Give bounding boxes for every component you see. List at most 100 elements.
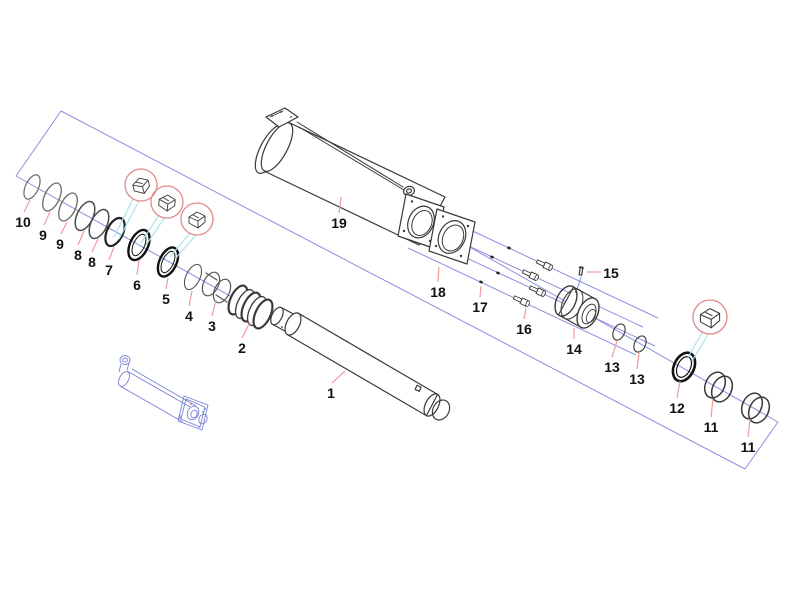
leader-2 xyxy=(241,321,251,339)
leader-3 xyxy=(211,299,217,317)
part-1-rod xyxy=(270,306,451,421)
leader-19 xyxy=(338,196,342,214)
leader-13 xyxy=(611,340,618,358)
part-8-ring xyxy=(88,208,110,240)
leader-lines xyxy=(23,196,751,438)
leader-9 xyxy=(60,221,68,235)
part-9-ring xyxy=(42,182,62,212)
thumbnail-flange xyxy=(177,395,209,431)
construction-lines xyxy=(15,110,779,470)
part-label-4: 4 xyxy=(185,308,193,324)
callout-circle xyxy=(180,202,214,236)
washer-dot xyxy=(506,246,512,250)
callout-pointer-lines xyxy=(113,198,710,362)
part-label-11: 11 xyxy=(704,419,719,435)
rod-dome-tip xyxy=(431,399,451,421)
leader-6 xyxy=(136,259,140,276)
washer-dot xyxy=(489,255,495,259)
part-6-seal xyxy=(127,228,151,262)
part-label-8: 8 xyxy=(88,254,96,270)
seal-cross-section xyxy=(699,308,721,329)
part-label-12: 12 xyxy=(669,400,685,416)
bolt xyxy=(528,284,547,298)
frame-top-left-edge xyxy=(15,110,62,177)
part-label-9: 9 xyxy=(39,227,47,243)
part-3-sleeve xyxy=(201,271,232,304)
part-4-backup-ring xyxy=(183,263,203,291)
thumbnail-red-dot xyxy=(190,403,192,405)
frame-bottom-right-edge xyxy=(744,421,779,470)
assembly-thumbnail xyxy=(118,355,209,431)
seal-stack xyxy=(23,174,203,291)
leader-12 xyxy=(676,380,681,399)
part-label-15: 15 xyxy=(603,265,619,281)
leader-8 xyxy=(77,230,85,246)
washer-dots xyxy=(478,246,512,284)
part-label-13: 13 xyxy=(604,359,620,375)
leader-9 xyxy=(43,211,51,226)
leader-13 xyxy=(636,352,640,370)
part-17-washer-dot xyxy=(478,280,484,284)
part-label-19: 19 xyxy=(331,215,347,231)
barrel-end-cap xyxy=(260,122,294,172)
part-label-8: 8 xyxy=(74,247,82,263)
part-label-5: 5 xyxy=(162,291,170,307)
washer-dot xyxy=(495,271,501,275)
part-2-piston xyxy=(227,284,274,330)
leader-11 xyxy=(747,418,751,438)
part-label-18: 18 xyxy=(430,284,446,300)
rod-notch xyxy=(414,384,422,392)
part-label-6: 6 xyxy=(133,277,141,293)
leader-7 xyxy=(108,246,115,261)
part-label-7: 7 xyxy=(105,262,113,278)
barrel-tube xyxy=(296,121,404,188)
part-label-16: 16 xyxy=(516,321,532,337)
part-label-10: 10 xyxy=(15,214,31,230)
callout-circle xyxy=(692,299,728,335)
leader-10 xyxy=(23,199,31,213)
gland-assembly-axis-line xyxy=(451,236,779,423)
leader-5 xyxy=(165,277,169,290)
part-5-seal xyxy=(156,246,180,278)
part-label-3: 3 xyxy=(208,318,216,334)
part-9-ring xyxy=(58,192,78,222)
part-15-pin xyxy=(578,266,584,276)
rod-body xyxy=(286,312,439,417)
part-label-1: 1 xyxy=(327,385,335,401)
thumbnail-trunnion-ring xyxy=(119,355,131,365)
part-label-11: 11 xyxy=(741,439,756,455)
part-11-wear-rings xyxy=(703,371,771,424)
seal-cross-section xyxy=(188,211,206,229)
leader-11 xyxy=(710,398,714,418)
leader-17 xyxy=(479,285,482,298)
detail-callouts xyxy=(113,168,728,362)
barrel-port-block xyxy=(265,107,299,128)
leader-18 xyxy=(437,266,440,283)
seal-cross-section xyxy=(131,175,152,197)
leader-1 xyxy=(331,370,346,384)
callout-circle xyxy=(150,185,184,219)
callout-circle xyxy=(124,168,158,202)
part-label-13: 13 xyxy=(629,371,645,387)
part-label-17: 17 xyxy=(472,299,488,315)
thumbnail-green-dot xyxy=(202,411,204,413)
seal-cross-section xyxy=(157,193,177,213)
part-label-14: 14 xyxy=(566,341,582,357)
thumbnail-red-dot xyxy=(179,415,181,417)
part-13-orings xyxy=(612,323,647,353)
part-10-ring xyxy=(23,174,41,200)
part-18-flange-plate xyxy=(428,208,476,265)
frame-diagonal-line xyxy=(60,110,746,470)
part-7-seal xyxy=(104,216,126,248)
bolt xyxy=(521,268,540,282)
leader-4 xyxy=(188,290,193,307)
part-label-2: 2 xyxy=(238,340,246,356)
bolt xyxy=(535,258,554,272)
part-14-gland xyxy=(554,285,600,329)
gland-pin-hole xyxy=(575,291,577,293)
leader-16 xyxy=(523,307,527,320)
leader-8 xyxy=(91,238,99,253)
